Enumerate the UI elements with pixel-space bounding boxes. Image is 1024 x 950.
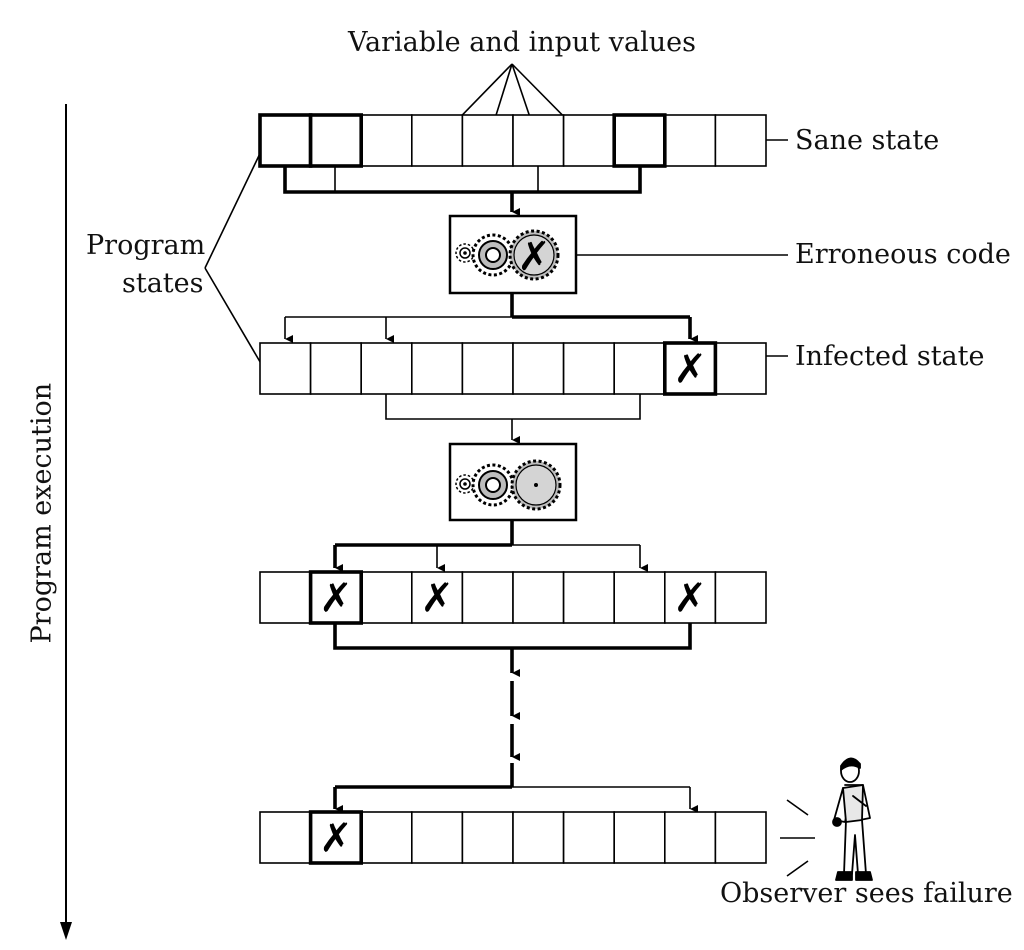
program-states-label-line2: states bbox=[122, 268, 204, 299]
infected-state-row: ✗ bbox=[259, 341, 767, 396]
cross-mark-icon: ✗ bbox=[673, 576, 707, 622]
row2-fanout bbox=[284, 293, 698, 343]
state-cell bbox=[410, 114, 464, 167]
state-cell bbox=[360, 811, 413, 864]
cross-mark-icon: ✗ bbox=[319, 816, 353, 862]
program-execution-label: Program execution bbox=[26, 382, 58, 644]
state-cell bbox=[461, 811, 514, 864]
state-cell bbox=[461, 342, 514, 395]
state-cell bbox=[512, 811, 565, 864]
erroneous-code-label: Erroneous code bbox=[795, 239, 1011, 270]
program-execution-arrow bbox=[60, 104, 72, 940]
program-states-pointer bbox=[204, 140, 267, 373]
row3-fanout bbox=[333, 520, 648, 572]
state-cell bbox=[663, 811, 717, 864]
row2-connectors bbox=[385, 394, 641, 444]
state-cell bbox=[714, 342, 767, 395]
state-rows: ✗ ✗ ✗ ✗ ✗ bbox=[258, 113, 767, 865]
infected-state-label: Infected state bbox=[795, 341, 985, 372]
state-cell bbox=[613, 342, 666, 395]
state-cell bbox=[512, 571, 565, 624]
state-cell bbox=[562, 571, 615, 624]
state-cell bbox=[360, 342, 413, 395]
cross-mark-icon: ✗ bbox=[673, 347, 707, 393]
state-cell bbox=[258, 113, 313, 168]
state-cell bbox=[613, 571, 666, 624]
state-cell bbox=[461, 114, 514, 167]
state-cell bbox=[562, 342, 615, 395]
row3-connectors bbox=[333, 622, 692, 787]
cross-mark-icon: ✗ bbox=[420, 576, 454, 622]
cross-mark-icon: ✗ bbox=[517, 234, 551, 280]
code-box bbox=[448, 442, 578, 522]
infected-gear-icon: ✗ bbox=[455, 229, 560, 281]
propagated-state-row: ✗ ✗ ✗ bbox=[259, 570, 767, 625]
observer-label: Observer sees failure bbox=[720, 878, 1013, 909]
state-cell bbox=[612, 113, 667, 168]
state-cell bbox=[663, 114, 717, 167]
state-cell bbox=[259, 811, 312, 864]
observer-sight-lines bbox=[780, 799, 815, 877]
row1-connectors bbox=[283, 166, 642, 216]
cross-mark-icon: ✗ bbox=[319, 576, 353, 622]
variable-input-values-label: Variable and input values bbox=[348, 27, 696, 58]
state-cell bbox=[562, 114, 615, 167]
state-cell bbox=[562, 811, 615, 864]
program-states-label-line1: Program bbox=[86, 230, 206, 261]
sane-state-label: Sane state bbox=[795, 125, 940, 156]
state-cell bbox=[410, 811, 464, 864]
erroneous-code-box: ✗ bbox=[448, 214, 578, 295]
state-cell bbox=[308, 113, 364, 168]
state-cell bbox=[360, 571, 413, 624]
state-cell bbox=[308, 570, 364, 625]
state-cell bbox=[360, 114, 413, 167]
state-cell bbox=[309, 342, 363, 395]
state-cell bbox=[662, 341, 718, 396]
state-cell bbox=[461, 571, 514, 624]
sane-state-row bbox=[258, 113, 767, 168]
state-cell bbox=[714, 811, 767, 864]
state-cell bbox=[512, 114, 565, 167]
state-cell bbox=[308, 810, 364, 865]
state-cell bbox=[410, 342, 464, 395]
final-state-row: ✗ bbox=[259, 810, 767, 865]
state-cell bbox=[714, 114, 767, 167]
state-cell bbox=[259, 571, 312, 624]
row4-fanout bbox=[333, 785, 698, 813]
state-cell bbox=[259, 342, 312, 395]
state-cell bbox=[613, 811, 666, 864]
observer-person-icon bbox=[832, 757, 873, 881]
state-cell bbox=[512, 342, 565, 395]
state-cell bbox=[714, 571, 767, 624]
